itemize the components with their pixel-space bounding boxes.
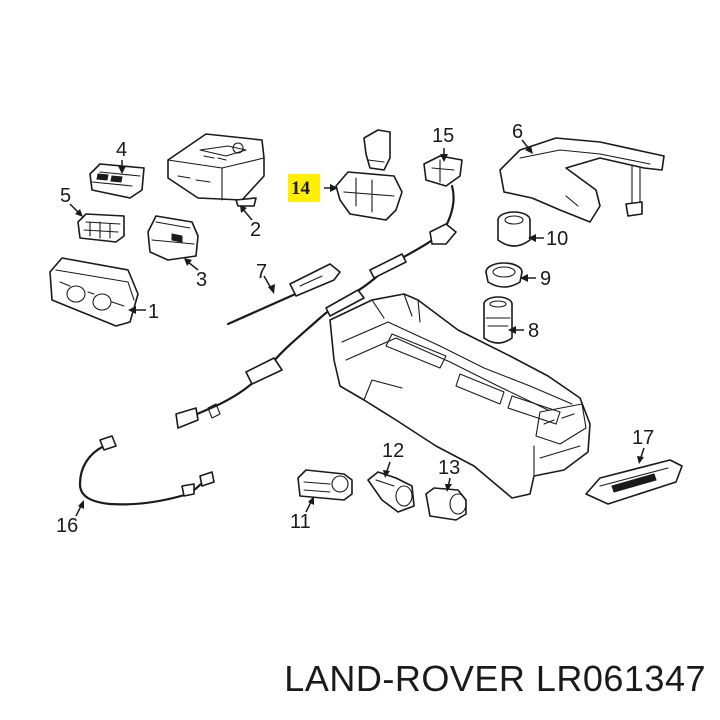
callout-leaders <box>69 139 645 517</box>
part-10-socket <box>497 211 531 247</box>
part-12-angled-socket <box>367 471 415 513</box>
cable-sleeve-a <box>369 253 407 279</box>
callout-8: 8 <box>528 320 539 342</box>
center-console <box>329 293 591 499</box>
cable-grommet <box>429 223 457 245</box>
callout-16: 16 <box>56 515 78 537</box>
callout-3: 3 <box>196 269 207 291</box>
part-4-switch-panel <box>89 163 145 199</box>
part-6-support-bracket <box>499 137 665 223</box>
callout-5: 5 <box>60 185 71 207</box>
part-13-socket <box>425 487 467 521</box>
callout-12: 12 <box>382 440 404 462</box>
callout-6: 6 <box>512 121 523 143</box>
callout-11: 11 <box>290 511 311 533</box>
part-5-switch-row <box>77 213 125 243</box>
part-1-climate-panel <box>49 257 139 327</box>
callout-9: 9 <box>540 268 551 290</box>
callout-14-highlight <box>288 174 320 202</box>
part-11-socket <box>297 469 353 501</box>
part-16-wiring-harness <box>78 435 215 506</box>
part-3-button-block <box>147 215 199 261</box>
part-7-release-rod <box>226 263 341 326</box>
part-8-power-socket <box>483 296 513 344</box>
callout-1: 1 <box>148 301 159 323</box>
part-number-caption: LAND-ROVER LR061347 <box>284 658 706 699</box>
cable-sleeve-b <box>325 289 365 317</box>
callout-2: 2 <box>250 219 261 241</box>
cable-sleeve-c <box>245 357 283 385</box>
part-17-switch-bank <box>585 459 683 505</box>
callout-10: 10 <box>546 228 568 250</box>
callout-15: 15 <box>432 125 454 147</box>
part-9-trim-ring <box>485 262 523 288</box>
part-15-cable-bracket <box>423 155 463 187</box>
cable-end-fitting <box>175 407 199 429</box>
part-14-shifter-assembly <box>335 129 403 221</box>
callout-4: 4 <box>116 139 127 161</box>
callout-17: 17 <box>632 427 654 449</box>
callout-13: 13 <box>438 457 460 479</box>
callout-14: 14 <box>291 178 311 199</box>
part-2-control-module <box>167 133 265 207</box>
callout-7: 7 <box>256 261 267 283</box>
